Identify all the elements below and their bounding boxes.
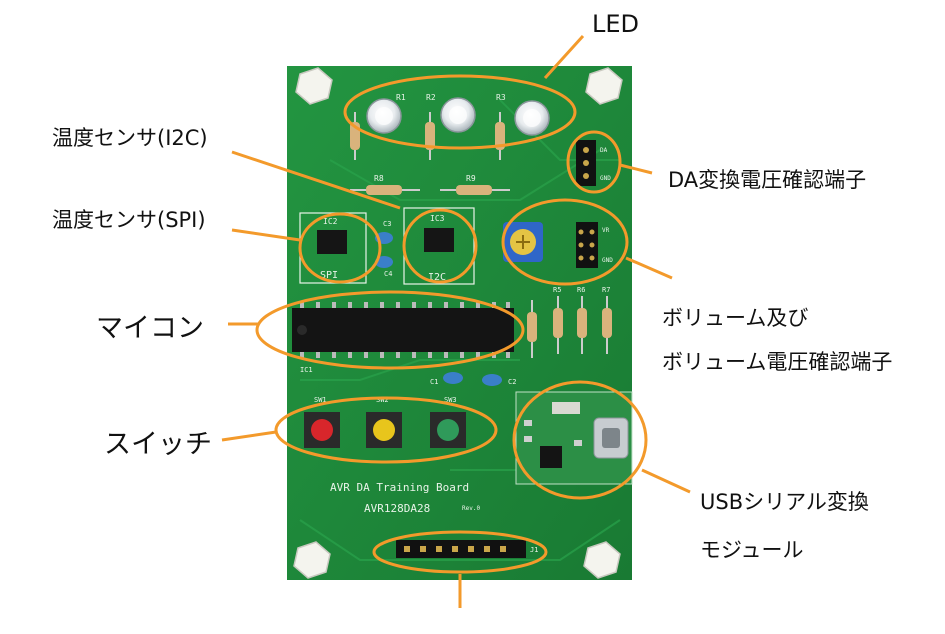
svg-text:VR: VR — [602, 227, 610, 234]
svg-text:GND: GND — [600, 175, 611, 182]
svg-text:IC2: IC2 — [323, 217, 338, 226]
svg-text:R3: R3 — [496, 93, 506, 102]
label-mcu: マイコン — [96, 313, 204, 344]
ic3-chip — [424, 228, 454, 252]
leader-lines — [221, 34, 691, 608]
switch-red — [304, 412, 340, 448]
svg-text:R7: R7 — [602, 286, 610, 294]
led-group — [366, 97, 550, 136]
svg-text:SPI: SPI — [320, 270, 338, 281]
mcu-chip — [292, 302, 514, 358]
switch-highlight — [274, 396, 498, 464]
label-da-check-terminal: DA変換電圧確認端子 — [668, 168, 867, 192]
highlight-ellipses — [255, 74, 648, 574]
potentiometer — [503, 222, 543, 262]
label-volume-line1: ボリューム及び — [662, 306, 809, 330]
svg-text:C2: C2 — [508, 378, 516, 386]
svg-text:R5: R5 — [553, 286, 561, 294]
svg-text:R1: R1 — [396, 93, 406, 102]
spi-sensor-highlight — [298, 212, 382, 284]
svg-text:AVR DA Training Board: AVR DA Training Board — [330, 481, 469, 494]
resistors-led — [350, 112, 505, 160]
resistors-horizontal — [350, 185, 510, 195]
label-usb-line2: モジュール — [700, 538, 804, 562]
switch-yellow — [366, 412, 402, 448]
volume-header — [576, 222, 598, 268]
svg-text:IC3: IC3 — [430, 214, 445, 223]
ic2-chip — [317, 230, 347, 254]
da-header — [576, 140, 596, 186]
svg-text:R6: R6 — [577, 286, 585, 294]
svg-text:AVR128DA28: AVR128DA28 — [364, 502, 430, 515]
svg-text:R8: R8 — [374, 174, 384, 183]
mcu-highlight — [255, 290, 525, 370]
pin-header-j1 — [396, 540, 526, 558]
i2c-sensor-highlight — [402, 208, 478, 284]
switch-green — [430, 412, 466, 448]
svg-text:SW2: SW2 — [376, 396, 389, 404]
svg-text:SW3: SW3 — [444, 396, 457, 404]
svg-text:C4: C4 — [384, 270, 392, 278]
led-highlight — [343, 74, 577, 150]
header-highlight — [372, 530, 548, 574]
resistors-volume — [527, 296, 612, 358]
label-temp-sensor-i2c: 温度センサ(I2C) — [52, 126, 208, 150]
label-led: LED — [592, 10, 640, 38]
svg-text:I2C: I2C — [428, 272, 446, 283]
mounting-standoffs — [293, 67, 623, 579]
capacitors — [375, 232, 502, 386]
svg-text:DA: DA — [600, 147, 608, 154]
usb-serial-module — [515, 391, 633, 485]
da-header-highlight — [566, 130, 622, 194]
svg-text:SW1: SW1 — [314, 396, 327, 404]
svg-text:IC1: IC1 — [300, 366, 313, 374]
svg-text:C3: C3 — [383, 220, 391, 228]
svg-text:J1: J1 — [530, 546, 538, 554]
volume-highlight — [501, 198, 629, 286]
svg-text:GND: GND — [602, 257, 613, 264]
svg-text:C1: C1 — [430, 378, 438, 386]
label-usb-line1: USBシリアル変換 — [700, 490, 869, 514]
label-switch: スイッチ — [104, 429, 212, 460]
label-volume-line2: ボリューム電圧確認端子 — [662, 350, 893, 374]
svg-text:R2: R2 — [426, 93, 436, 102]
label-temp-sensor-spi: 温度センサ(SPI) — [52, 208, 206, 232]
silkscreen: R1 R2 R3 R8 R9 IC2 IC3 C3 C4 SPI I2C DA … — [300, 93, 613, 554]
usb-highlight — [512, 380, 648, 500]
svg-text:R9: R9 — [466, 174, 476, 183]
svg-text:Rev.0: Rev.0 — [462, 505, 480, 512]
